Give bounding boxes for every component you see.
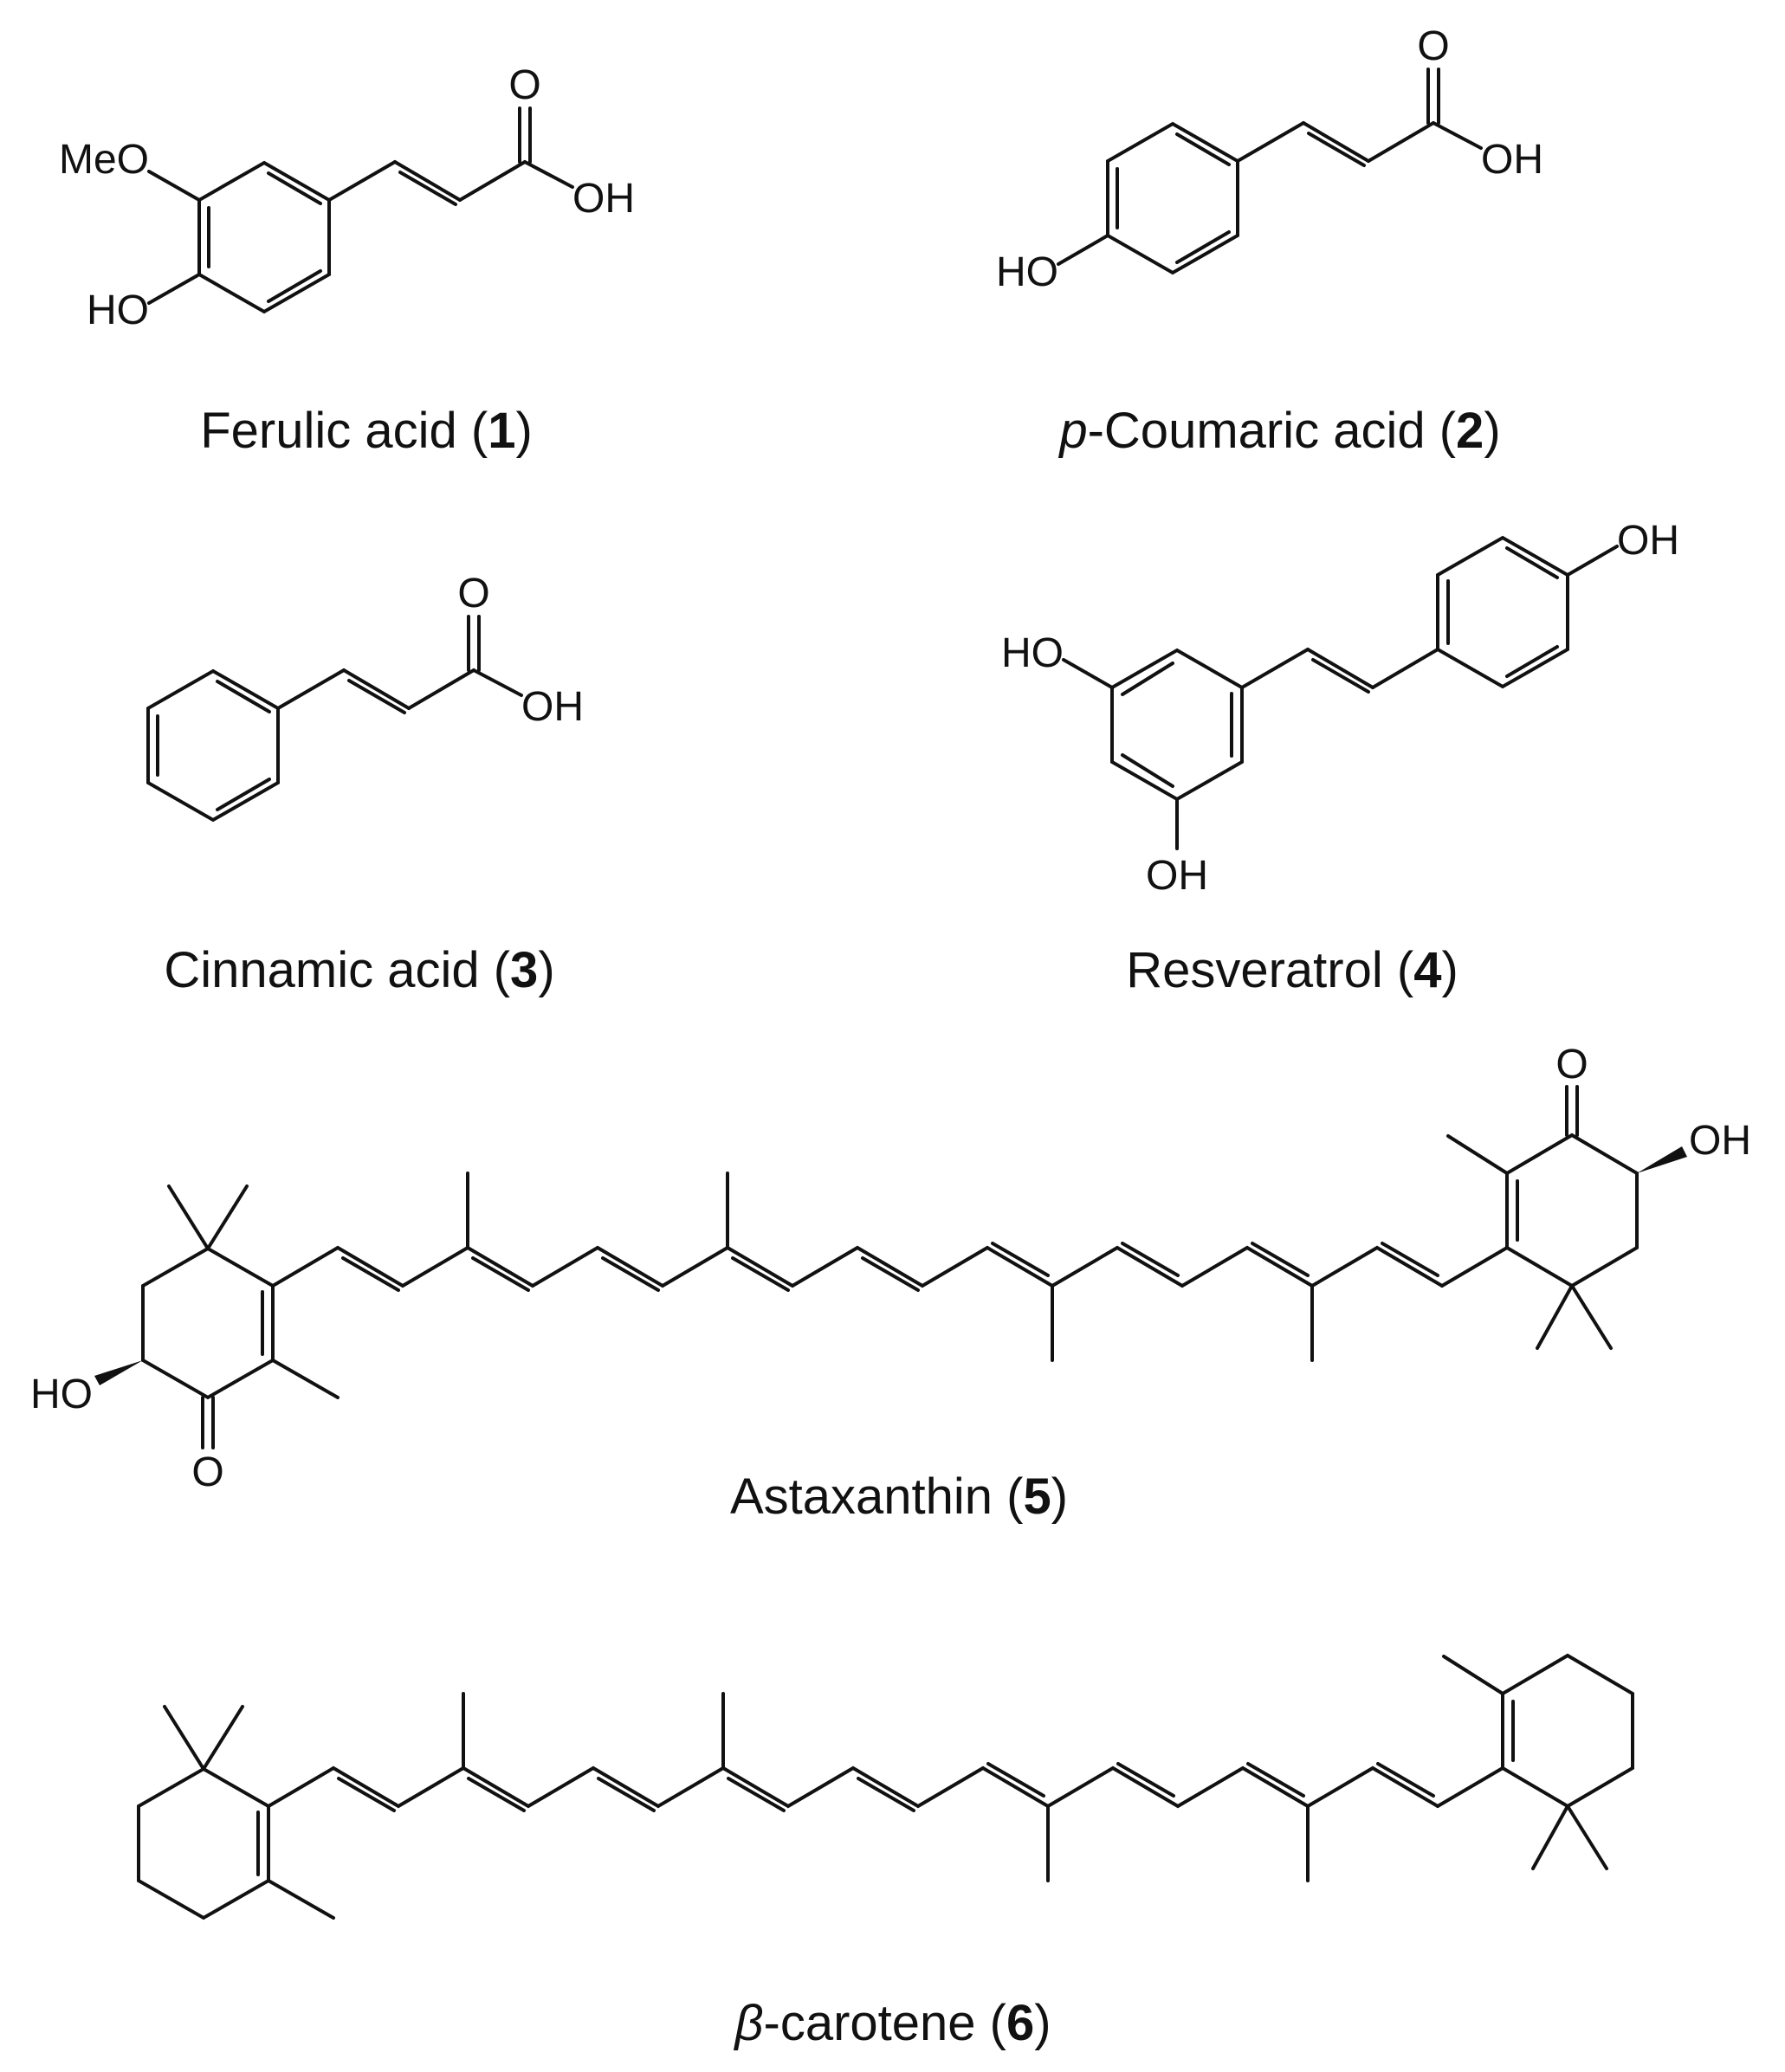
astaxanthin-right-o-label: O <box>1555 1042 1588 1088</box>
cinnamic-acid-oh-label: OH <box>521 684 584 730</box>
ferulic-acid-bonds <box>147 107 574 314</box>
astaxanthin-left-o-label: O <box>191 1449 223 1495</box>
p-coumaric-carbonyl-o-label: O <box>1417 23 1449 69</box>
ferulic-acid-oh-label: OH <box>572 176 635 222</box>
astaxanthin-caption: Astaxanthin (5) <box>730 1468 1068 1525</box>
astaxanthin-structure: HO O O OH <box>30 1042 1751 1495</box>
p-coumaric-hydroxyl-label: HO <box>996 249 1058 295</box>
ferulic-methoxy-label: MeO <box>59 137 149 183</box>
p-coumaric-acid-structure: HO O OH <box>996 23 1543 295</box>
cinnamic-acid-structure: O OH <box>146 571 584 823</box>
cinnamic-carbonyl-o-label: O <box>457 571 489 616</box>
resveratrol-para-oh-label: OH <box>1617 518 1679 564</box>
ferulic-hydroxyl-label: HO <box>87 287 149 333</box>
beta-carotene-structure <box>137 1653 1634 1920</box>
resveratrol-caption: Resveratrol (4) <box>1126 942 1458 998</box>
p-coumaric-acid-bonds <box>1057 68 1483 275</box>
ferulic-carbonyl-o-label: O <box>508 62 540 108</box>
p-coumaric-acid-caption: p-Coumaric acid (2) <box>1057 403 1500 459</box>
ferulic-acid-caption: Ferulic acid (1) <box>200 403 533 459</box>
resveratrol-meta-top-oh-label: HO <box>1001 630 1064 676</box>
astaxanthin-bonds <box>141 1085 1639 1449</box>
astaxanthin-left-oh-label: HO <box>30 1372 93 1417</box>
cinnamic-acid-caption: Cinnamic acid (3) <box>164 942 554 998</box>
resveratrol-meta-bottom-oh-label: OH <box>1146 853 1208 899</box>
resveratrol-bonds <box>1062 535 1619 850</box>
beta-carotene-caption: β-carotene (6) <box>733 1995 1051 2051</box>
cinnamic-acid-bonds <box>146 615 523 823</box>
astaxanthin-wedge-bonds <box>94 1146 1687 1385</box>
ferulic-acid-structure: MeO HO O OH <box>59 62 635 333</box>
resveratrol-structure: OH HO OH <box>1001 518 1679 899</box>
p-coumaric-acid-oh-label: OH <box>1481 137 1543 183</box>
astaxanthin-right-oh-label: OH <box>1689 1118 1751 1164</box>
beta-carotene-bonds <box>137 1653 1634 1920</box>
